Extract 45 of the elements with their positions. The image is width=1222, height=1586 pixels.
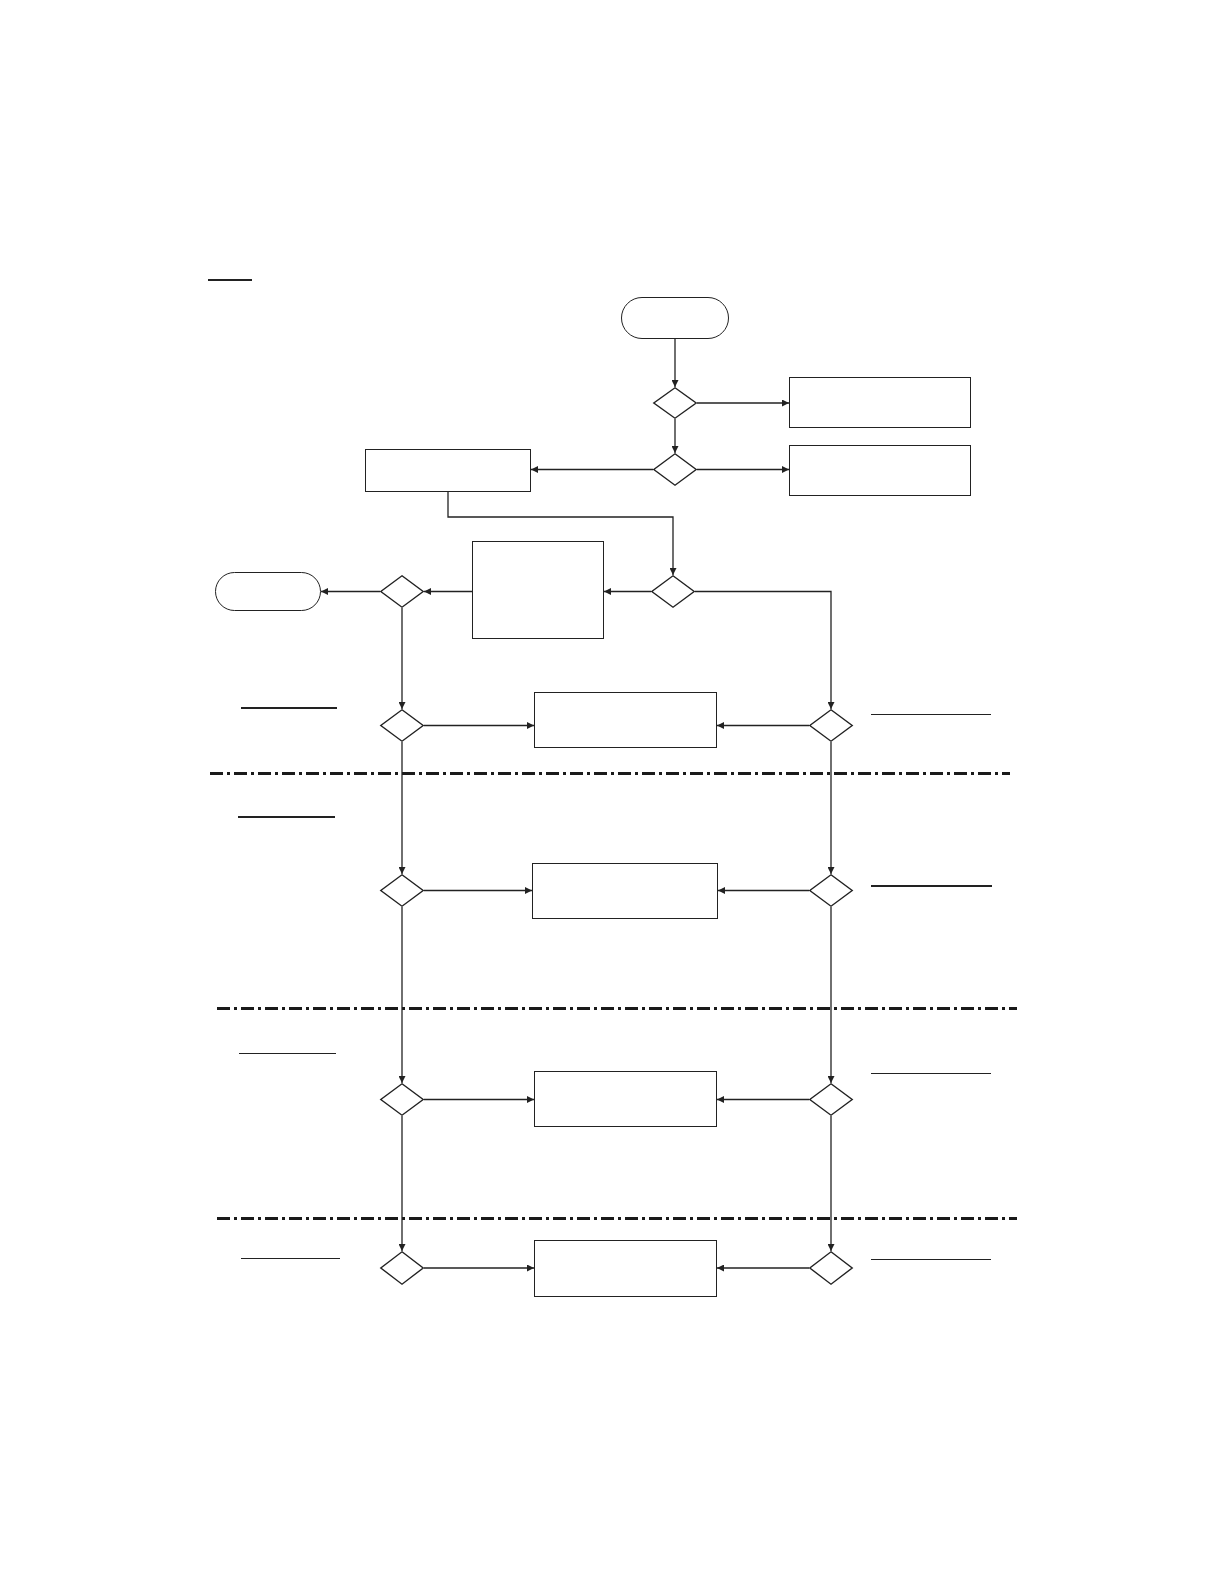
- decision-diamond: [380, 1083, 424, 1116]
- connector-arrow: [716, 1096, 810, 1103]
- process-box: [532, 863, 718, 919]
- decision-diamond: [653, 387, 697, 419]
- decision-diamond: [380, 709, 424, 742]
- connector-arrow: [603, 588, 652, 595]
- connector-arrow: [696, 399, 790, 407]
- process-box: [534, 1071, 717, 1127]
- connector-arrow: [827, 741, 835, 875]
- process-box: [789, 377, 971, 428]
- process-box: [534, 1240, 717, 1297]
- decision-diamond: [380, 575, 424, 608]
- connector-arrow: [716, 722, 810, 729]
- connector-arrow: [398, 906, 406, 1084]
- decision-diamond: [380, 1251, 424, 1285]
- decision-diamond: [651, 575, 695, 608]
- process-box: [365, 449, 531, 492]
- decision-diamond: [653, 453, 697, 486]
- decision-diamond: [809, 1251, 853, 1285]
- connector-arrow: [447, 491, 677, 576]
- process-box: [534, 692, 717, 748]
- connector-arrow: [716, 1264, 810, 1272]
- decision-diamond: [809, 1083, 853, 1116]
- connector-arrow: [827, 906, 835, 1084]
- connector-arrow: [696, 466, 790, 473]
- connector-arrow: [827, 1115, 835, 1252]
- connector-arrow: [717, 887, 810, 894]
- process-box: [472, 541, 604, 639]
- connector-arrow: [423, 1096, 535, 1103]
- connector-arrow: [423, 588, 473, 595]
- connector-arrow: [398, 741, 406, 875]
- process-box: [789, 445, 971, 496]
- decision-diamond: [809, 874, 853, 907]
- connector-arrow: [530, 466, 654, 473]
- connector-arrow: [423, 887, 533, 894]
- connector-arrow: [694, 590, 835, 710]
- connector-arrow: [320, 588, 381, 595]
- connector-arrow: [398, 1115, 406, 1252]
- decision-diamond: [380, 874, 424, 907]
- connector-arrow: [671, 418, 679, 454]
- connector-arrow: [671, 338, 679, 388]
- decision-diamond: [809, 709, 853, 742]
- connector-arrow: [423, 722, 535, 729]
- connector-arrow: [423, 1264, 535, 1272]
- connector-arrow: [398, 607, 406, 710]
